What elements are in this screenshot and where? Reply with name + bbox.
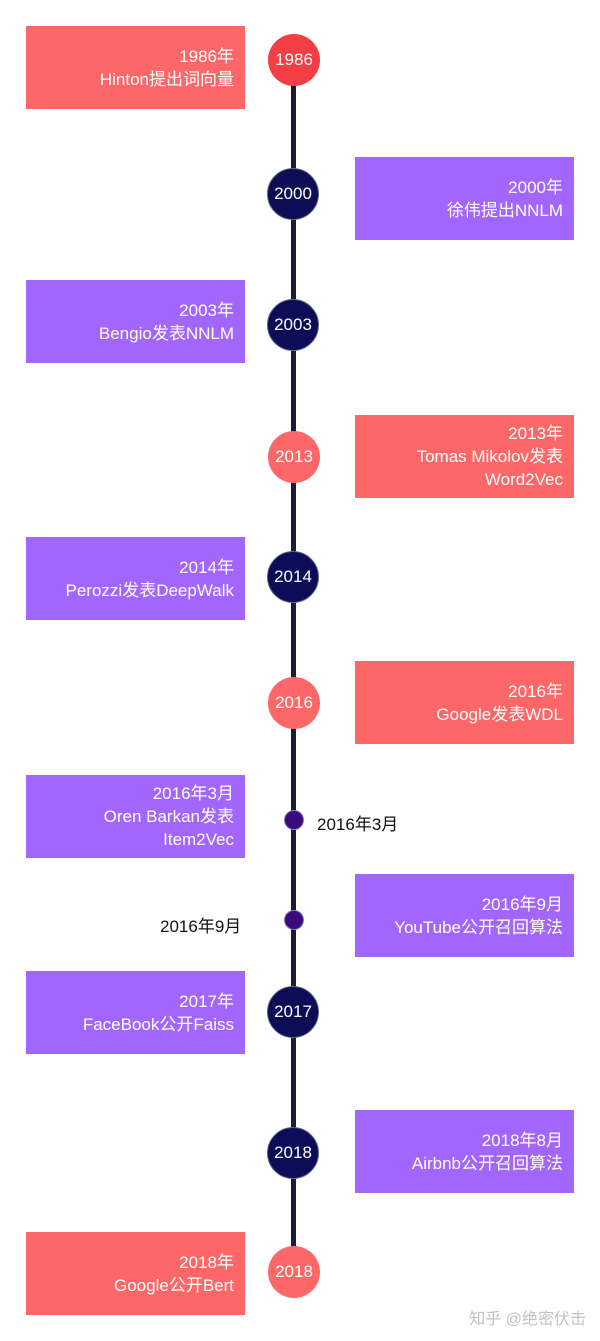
event-2016-9-text: YouTube公开召回算法 <box>394 917 563 937</box>
event-box-2018: 2018年 Google公开Bert <box>26 1232 245 1315</box>
event-box-2016-3: 2016年3月 Oren Barkan发表 Item2Vec <box>26 775 245 858</box>
event-2016-year: 2016年 <box>508 681 563 701</box>
node-2018-b: 2018 <box>268 1246 320 1298</box>
node-dot-2016-3 <box>284 810 304 830</box>
event-2014-text: Perozzi发表DeepWalk <box>65 580 234 600</box>
event-box-1986: 1986年 Hinton提出词向量 <box>26 26 245 109</box>
node-2003: 2003 <box>267 299 319 351</box>
event-box-2000: 2000年 徐伟提出NNLM <box>355 157 574 240</box>
event-box-2013: 2013年 Tomas Mikolov发表 Word2Vec <box>355 415 574 498</box>
node-2017: 2017 <box>267 986 319 1038</box>
event-2017-year: 2017年 <box>179 991 234 1011</box>
event-2013-text-2: Word2Vec <box>484 470 563 489</box>
dot-label-2016-3: 2016年3月 <box>317 815 399 834</box>
event-2018-text: Google公开Bert <box>114 1275 234 1295</box>
event-box-2016: 2016年 Google发表WDL <box>355 661 574 744</box>
event-2000-text: 徐伟提出NNLM <box>446 200 563 220</box>
event-2016-3-year: 2016年3月 <box>152 784 234 803</box>
event-1986-text: Hinton提出词向量 <box>99 69 234 89</box>
node-1986: 1986 <box>268 34 320 86</box>
event-1986-year: 1986年 <box>179 46 234 66</box>
node-2000: 2000 <box>267 168 319 220</box>
watermark: 知乎 @绝密伏击 <box>469 1311 586 1328</box>
event-2014-year: 2014年 <box>179 557 234 577</box>
event-2018-8-text: Airbnb公开召回算法 <box>411 1153 563 1173</box>
event-2016-text: Google发表WDL <box>436 704 563 724</box>
event-box-2018-8: 2018年8月 Airbnb公开召回算法 <box>355 1110 574 1193</box>
event-box-2016-9: 2016年9月 YouTube公开召回算法 <box>355 874 574 957</box>
event-2003-year: 2003年 <box>179 300 234 320</box>
timeline-axis <box>291 60 296 1275</box>
event-box-2017: 2017年 FaceBook公开Faiss <box>26 971 245 1054</box>
node-2014: 2014 <box>267 551 319 603</box>
dot-label-2016-9: 2016年9月 <box>160 917 242 936</box>
event-2016-9-year: 2016年9月 <box>481 894 563 914</box>
node-2016: 2016 <box>268 677 320 729</box>
event-2003-text: Bengio发表NNLM <box>98 323 234 343</box>
event-2018-8-year: 2018年8月 <box>481 1130 563 1150</box>
event-2013-year: 2013年 <box>508 424 563 443</box>
event-2000-year: 2000年 <box>508 177 563 197</box>
event-box-2014: 2014年 Perozzi发表DeepWalk <box>26 537 245 620</box>
event-2016-3-text-2: Item2Vec <box>163 830 234 849</box>
event-2016-3-text: Oren Barkan发表 <box>103 807 234 826</box>
node-dot-2016-9 <box>284 910 304 930</box>
event-2017-text: FaceBook公开Faiss <box>82 1014 234 1034</box>
event-2013-text: Tomas Mikolov发表 <box>416 447 563 466</box>
node-2013: 2013 <box>268 431 320 483</box>
event-box-2003: 2003年 Bengio发表NNLM <box>26 280 245 363</box>
node-2018-a: 2018 <box>267 1127 319 1179</box>
event-2018-year: 2018年 <box>179 1252 234 1272</box>
